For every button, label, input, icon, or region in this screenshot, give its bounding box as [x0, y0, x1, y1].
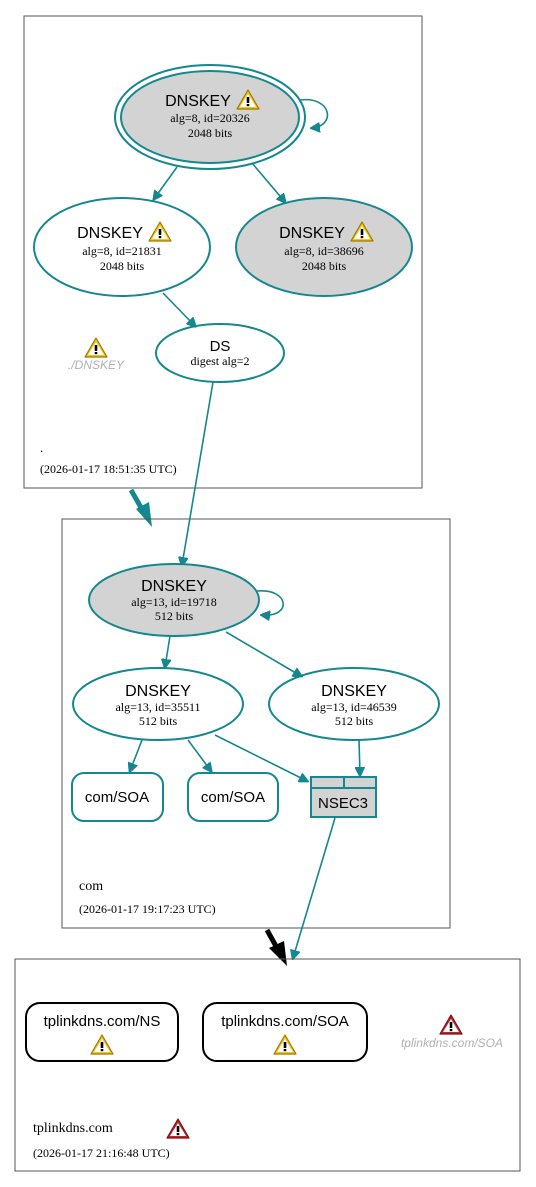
com-zsk1-bits: 512 bits [139, 714, 178, 728]
delegation-com-tplinkdns-head [269, 941, 287, 966]
root-zsk2-title: DNSKEY [279, 225, 345, 242]
com-ksk-node[interactable]: DNSKEY alg=13, id=19718 512 bits [88, 563, 260, 637]
edge-com-zsk1-soa1 [130, 739, 143, 771]
com-zsk2-bits: 512 bits [335, 714, 374, 728]
tplinkdns-soa-label: tplinkdns.com/SOA [221, 1013, 349, 1030]
root-zsk1-title: DNSKEY [77, 225, 143, 242]
zone-tplinkdns-name: tplinkdns.com [33, 1121, 113, 1136]
com-zsk2-alg: alg=13, id=46539 [311, 700, 397, 714]
edge-com-zsk1-soa2 [187, 739, 211, 771]
com-soa2-label: com/SOA [201, 789, 265, 806]
zone-com-timestamp: (2026-01-17 19:17:23 UTC) [79, 902, 216, 916]
com-soa1-node[interactable]: com/SOA [71, 772, 164, 822]
edge-com-ksk-zsk1 [165, 635, 170, 667]
root-zsk2-node[interactable]: DNSKEY alg=8, id=38696 2048 bits [235, 197, 413, 297]
com-soa1-label: com/SOA [85, 789, 149, 806]
error-icon [439, 1014, 463, 1035]
edge-root-ds-com-ksk [182, 381, 214, 565]
com-nsec3-node[interactable]: NSEC3 [310, 776, 377, 818]
zone-root-box [23, 15, 423, 489]
root-zsk1-alg: alg=8, id=21831 [82, 244, 162, 258]
root-zsk2-alg: alg=8, id=38696 [284, 244, 364, 258]
error-icon [166, 1118, 190, 1139]
edge-com-zsk1-nsec3 [214, 734, 307, 781]
com-zsk1-title: DNSKEY [125, 683, 191, 700]
root-zsk1-node[interactable]: DNSKEY alg=8, id=21831 2048 bits [33, 197, 211, 297]
com-zsk2-node[interactable]: DNSKEY alg=13, id=46539 512 bits [268, 667, 440, 741]
root-missing-dnskey: ./DNSKEY [68, 337, 125, 372]
tplinkdns-ns-label: tplinkdns.com/NS [44, 1013, 161, 1030]
tplinkdns-ns-node[interactable]: tplinkdns.com/NS [25, 1002, 179, 1062]
root-ksk-alg: alg=8, id=20326 [170, 111, 250, 125]
zone-root-timestamp: (2026-01-17 18:51:35 UTC) [40, 462, 177, 476]
com-nsec3-label: NSEC3 [318, 795, 368, 812]
com-soa2-node[interactable]: com/SOA [187, 772, 279, 822]
root-ds-title: DS [210, 338, 231, 355]
root-ds-digest: digest alg=2 [190, 354, 249, 368]
tplinkdns-missing-soa: tplinkdns.com/SOA [401, 1014, 503, 1050]
edge-com-ksk-zsk2 [225, 631, 301, 676]
root-ksk-bits: 2048 bits [188, 126, 233, 140]
zone-com-box [61, 518, 451, 929]
root-ksk-self-edge [299, 98, 329, 128]
root-missing-dnskey-label: ./DNSKEY [68, 358, 125, 372]
root-ksk-title: DNSKEY [165, 93, 231, 110]
tplinkdns-soa-node[interactable]: tplinkdns.com/SOA [202, 1002, 368, 1062]
root-ksk-node[interactable]: DNSKEY alg=8, id=20326 2048 bits [114, 64, 306, 170]
zone-tplinkdns-box [14, 958, 521, 1172]
root-zsk2-bits: 2048 bits [302, 259, 347, 273]
warning-icon [84, 337, 108, 358]
com-zsk2-title: DNSKEY [321, 683, 387, 700]
edge-root-zsk1-ds [162, 292, 195, 326]
com-ksk-title: DNSKEY [141, 578, 207, 595]
tplinkdns-missing-soa-label: tplinkdns.com/SOA [401, 1036, 503, 1050]
delegation-com-tplinkdns [264, 928, 280, 950]
com-zsk1-alg: alg=13, id=35511 [115, 700, 200, 714]
edge-com-nsec3-tplinkdns [293, 817, 336, 958]
zone-root-name: . [40, 440, 43, 455]
root-zsk1-bits: 2048 bits [100, 259, 145, 273]
edge-root-ksk-zsk1 [154, 166, 178, 199]
delegation-root-com-head [136, 502, 152, 527]
root-ds-node[interactable]: DS digest alg=2 [155, 323, 285, 383]
com-ksk-alg: alg=13, id=19718 [131, 595, 217, 609]
com-ksk-bits: 512 bits [155, 609, 194, 623]
com-ksk-self-edge [256, 590, 284, 615]
zone-com-name: com [79, 879, 103, 894]
edge-root-ksk-zsk2 [251, 162, 285, 202]
zone-tplinkdns-timestamp: (2026-01-17 21:16:48 UTC) [33, 1146, 170, 1160]
edge-com-zsk2-nsec3 [359, 739, 360, 775]
com-zsk1-node[interactable]: DNSKEY alg=13, id=35511 512 bits [72, 667, 244, 741]
